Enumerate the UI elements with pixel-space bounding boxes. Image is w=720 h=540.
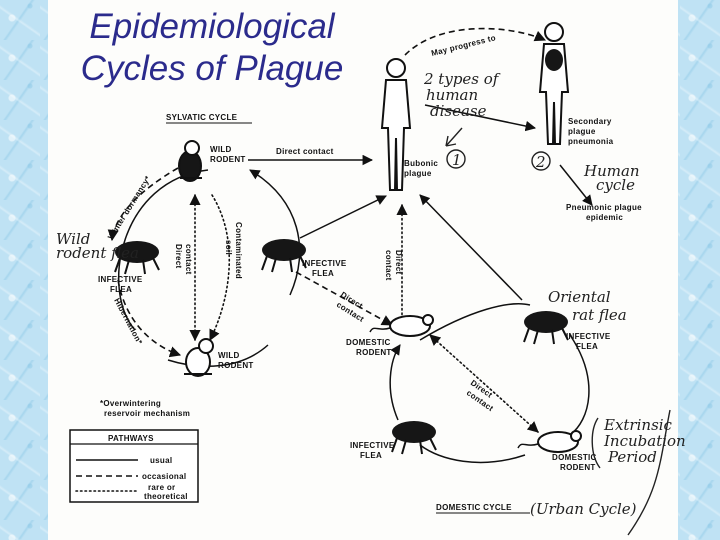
legend-title: PATHWAYS [108,434,154,443]
badge-two-text: 2 [535,153,546,171]
wild-rodent-top-line2: RODENT [210,155,246,164]
domestic-cycle-label: DOMESTIC CYCLE [436,503,512,512]
human-figure-bubonic-icon [380,58,412,191]
wild-rodent-bottom-line1: WILD [218,351,240,360]
two-types-line3: disease [430,102,487,120]
domestic-direct-contact-arrow [429,334,539,433]
center-contact-line2: contact [384,250,393,281]
direct-contact-vertical-line1: Direct [174,244,183,269]
to-epidemic-arrow [559,164,593,206]
wild-rodent-top-icon [178,140,202,182]
two-types-line2: human [426,86,478,104]
flea-left-icon [114,241,160,275]
domestic-rodent-bottom-line1: DOMESTIC [552,453,597,462]
domestic-rodent-top-icon [369,314,434,337]
pathways-legend [69,429,199,503]
legend-dotted-line1: rare or [148,483,175,492]
infective-flea-center-line2: FLEA [312,269,334,278]
infective-flea-left-line1: INFECTIVE [98,275,143,284]
wild-rodent-flea-line2: rodent flea [56,244,139,262]
two-types-pointer [445,127,463,147]
overwintering-line2: reservoir mechanism [104,409,190,418]
domestic-circle [390,303,590,464]
wild-rodent-bottom-line2: RODENT [218,361,254,370]
badge-two [531,151,551,171]
secondary-line3: pneumonia [568,137,614,146]
may-progress-arrow [404,27,547,56]
infective-flea-right-line2: FLEA [576,342,598,351]
sylvatic-circle [117,170,301,367]
legend-dashed-label: occasional [142,472,186,481]
extrinsic-bracket [591,409,671,536]
pneumonic-line1: Pneumonic plague [566,203,642,212]
urban-cycle-note: (Urban Cycle) [530,500,637,518]
direct-contact-top-label: Direct contact [276,147,334,156]
oriental-line1: Oriental [548,288,611,306]
may-progress-label: May progress to [430,33,497,58]
title-line-1: Epidemiological [89,7,335,46]
flea-center-icon [261,239,307,273]
secondary-line1: Secondary [568,117,612,126]
domestic-rodent-bottom-icon [517,430,582,453]
infective-flea-left-line2: FLEA [110,285,132,294]
extrinsic-line3: Period [607,448,657,466]
two-types-line1: 2 types of [423,70,501,88]
bubonic-line2: plague [404,169,432,178]
badge-one [446,149,466,169]
flea-right-icon [523,311,569,345]
infective-flea-bottom-line1: INFECTIVE [350,441,395,450]
domestic-rodent-bottom-line2: RODENT [560,463,596,472]
human-cycle-line1: Human [583,162,640,180]
flea-bottom-icon [391,421,437,455]
human-figure-pneumonic-icon [538,22,570,145]
sylvatic-cycle-label: SYLVATIC CYCLE [166,113,238,122]
wild-rodent-top-line1: WILD [210,145,232,154]
center-contact-line1: Direct [394,250,403,275]
winter-dormancy-label: Winter dormancy* [106,174,153,241]
hibernation-arrow [117,279,182,358]
infective-flea-bottom-line2: FLEA [360,451,382,460]
slide-title: Epidemiological Cycles of Plague [52,6,372,90]
secondary-line2: plague [568,127,596,136]
direct-contact-vertical-line2: contact [184,244,193,275]
pneumonic-line2: epidemic [586,213,623,222]
bubonic-line1: Bubonic [404,159,438,168]
to-secondary-arrow [424,104,537,132]
badge-one-text: 1 [452,151,462,169]
legend-dotted-line2: theoretical [144,492,188,501]
human-cycle-line2: cycle [596,176,635,194]
oriental-line2: rat flea [572,306,627,324]
flea-to-human-arrow [299,195,387,239]
hibernation-label: Hibernation* [112,297,144,347]
contaminated-soil-arrow [209,194,231,342]
contaminated-soil-line1: Contaminated [234,222,243,279]
title-line-2: Cycles of Plague [80,49,344,88]
domestic-rodent-top-line2: RODENT [356,348,392,357]
legend-solid-label: usual [150,456,172,465]
contaminated-soil-line2: soil [224,240,233,255]
wild-rodent-flea-line1: Wild [56,230,90,248]
wild-rodent-bottom-icon [184,338,214,377]
infective-flea-center-line1: INFECTIVE [302,259,347,268]
domestic-rodent-top-line1: DOMESTIC [346,338,391,347]
winter-dormancy-arrow [107,167,179,242]
domestic-flea-to-human-arrow [419,194,523,301]
extrinsic-line1: Extrinsic [603,416,673,434]
flea-to-domestic-rodent-arrow [295,271,393,326]
overwintering-line1: *Overwintering [100,399,161,408]
infective-flea-right-line1: INFECTIVE [566,332,611,341]
